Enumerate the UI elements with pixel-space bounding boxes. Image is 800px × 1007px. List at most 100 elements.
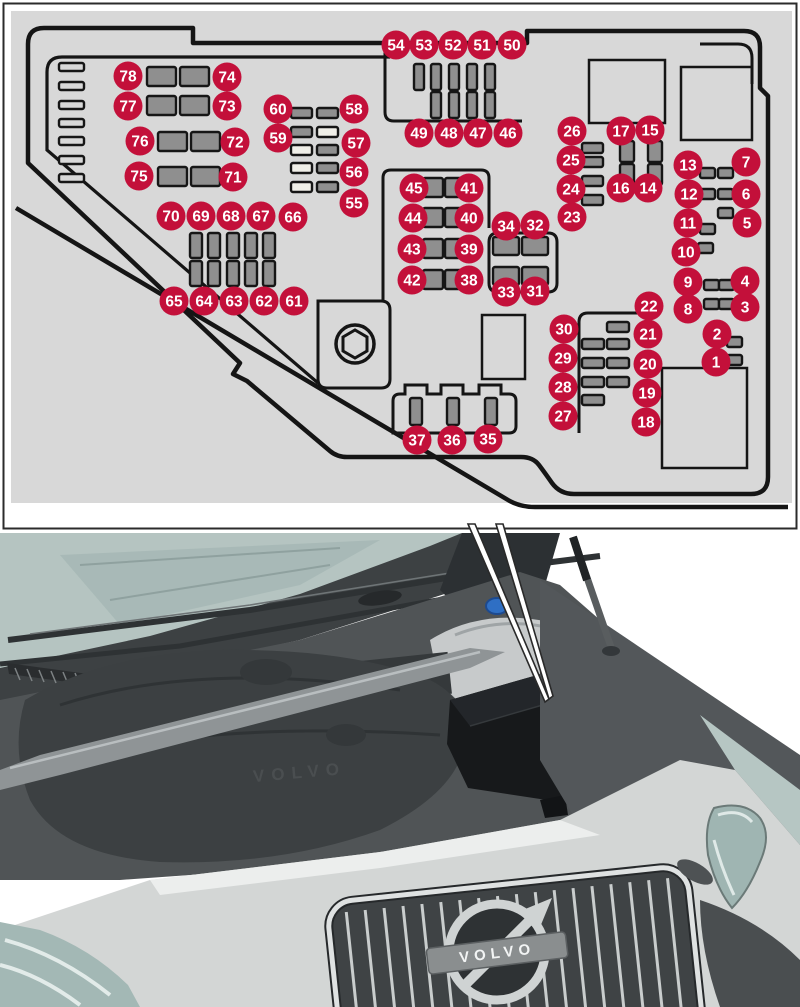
callout-number-63: 63 [225,294,243,311]
callout-41 [454,173,484,203]
callout-number-13: 13 [679,158,697,175]
hood-rib-lines [79,547,341,601]
callout-number-46: 46 [499,126,517,143]
wiper-pivot [358,590,402,606]
fuse-fuses-35-37 [445,396,461,427]
callout-number-17: 17 [612,124,629,141]
callout-number-67: 67 [252,209,269,226]
callout-45 [399,173,429,203]
callout-number-60: 60 [269,102,286,119]
air-intake [700,900,800,1007]
fuse-fuses-35-37 [408,396,424,427]
fuse-fuses-23-26 [580,141,605,155]
fuse-fuses-46-54 [412,62,426,92]
fuse-fuses-35-37 [483,396,499,427]
emblem-banner: VOLVO [425,931,569,975]
empty-compartment-2 [679,65,754,142]
fuse-fuses-18-30 [605,337,631,351]
fuse-fuses-71-78 [189,165,222,188]
fuse-fuses-18-30 [580,375,606,389]
callout-65 [159,286,189,316]
pointer-line-right [494,523,554,701]
callout-number-55: 55 [345,196,363,213]
callout-12 [674,179,704,209]
fuse-fuses-61-70 [225,259,241,288]
fuse-fuses-61-70 [188,259,204,288]
fuse-fuses-71-78 [178,65,211,88]
callout-7 [731,147,761,177]
rod-clip [602,646,620,656]
fuse-fuses-71-78 [145,94,178,117]
callout-number-45: 45 [405,181,423,198]
callout-number-51: 51 [473,38,491,55]
callout-number-48: 48 [440,126,458,143]
bolt-hexagon [341,328,369,360]
callout-20 [633,349,663,379]
callout-number-34: 34 [497,219,515,236]
callout-number-76: 76 [131,134,149,151]
fuse-left-slot-column [57,154,86,166]
bolt-circle [334,323,376,365]
fuse-fuses-46-54 [429,90,443,120]
callout-number-7: 7 [742,155,751,172]
callout-number-53: 53 [415,38,433,55]
volvo-emblem-arrowhead [518,898,552,932]
fuse-fuses-46-54 [483,90,497,120]
callout-2 [702,319,732,349]
callout-number-1: 1 [712,355,721,372]
fuse-fuses-61-70 [188,231,204,260]
fuse-fuses-46-54 [465,90,479,120]
callout-71 [218,162,248,192]
callout-78 [113,61,143,91]
callout-number-24: 24 [562,182,580,199]
callout-37 [402,425,432,455]
callout-77 [113,91,143,121]
callout-number-57: 57 [347,136,364,153]
callout-number-33: 33 [497,285,515,302]
callout-17 [606,116,636,146]
callout-4 [730,266,760,296]
callout-48 [434,118,464,148]
callout-number-42: 42 [403,273,420,290]
intake-slot [677,859,713,885]
callout-number-5: 5 [743,216,752,233]
divider-top-center [383,43,522,123]
emblem-banner-plate [425,931,569,975]
callout-49 [404,118,434,148]
callout-10 [671,237,701,267]
fuse-fuses-23-26 [580,174,605,188]
fuse-fuses-71-78 [156,130,189,153]
callout-56 [339,157,369,187]
divider-top-right-corner [700,42,754,84]
fuse-fuses-1-13 [716,187,735,201]
callout-number-39: 39 [460,242,478,259]
callout-number-71: 71 [224,170,242,187]
callout-number-65: 65 [165,294,183,311]
callout-number-74: 74 [218,70,236,87]
fusebox-outer-outline [25,25,771,497]
callout-number-22: 22 [640,299,657,316]
callout-19 [632,378,662,408]
callout-number-2: 2 [713,327,722,344]
callout-number-36: 36 [443,433,461,450]
callout-32 [520,210,550,240]
callout-28 [548,372,578,402]
callout-number-37: 37 [408,433,425,450]
callout-72 [220,127,250,157]
engine-cover-recess [326,724,366,746]
engine-cover [18,649,466,863]
callout-number-43: 43 [403,242,421,259]
callout-number-61: 61 [285,294,303,311]
callout-60 [263,94,293,124]
fuse-fuses-55-60 [315,106,340,120]
callout-57 [341,128,371,158]
callout-number-31: 31 [526,284,544,301]
fuse-fuses-71-78 [178,94,211,117]
callout-31 [520,276,550,306]
fuse-fuses-23-26 [580,193,605,207]
fuse-fuses-46-54 [429,62,443,92]
callout-number-30: 30 [555,322,572,339]
callout-number-14: 14 [639,181,657,198]
